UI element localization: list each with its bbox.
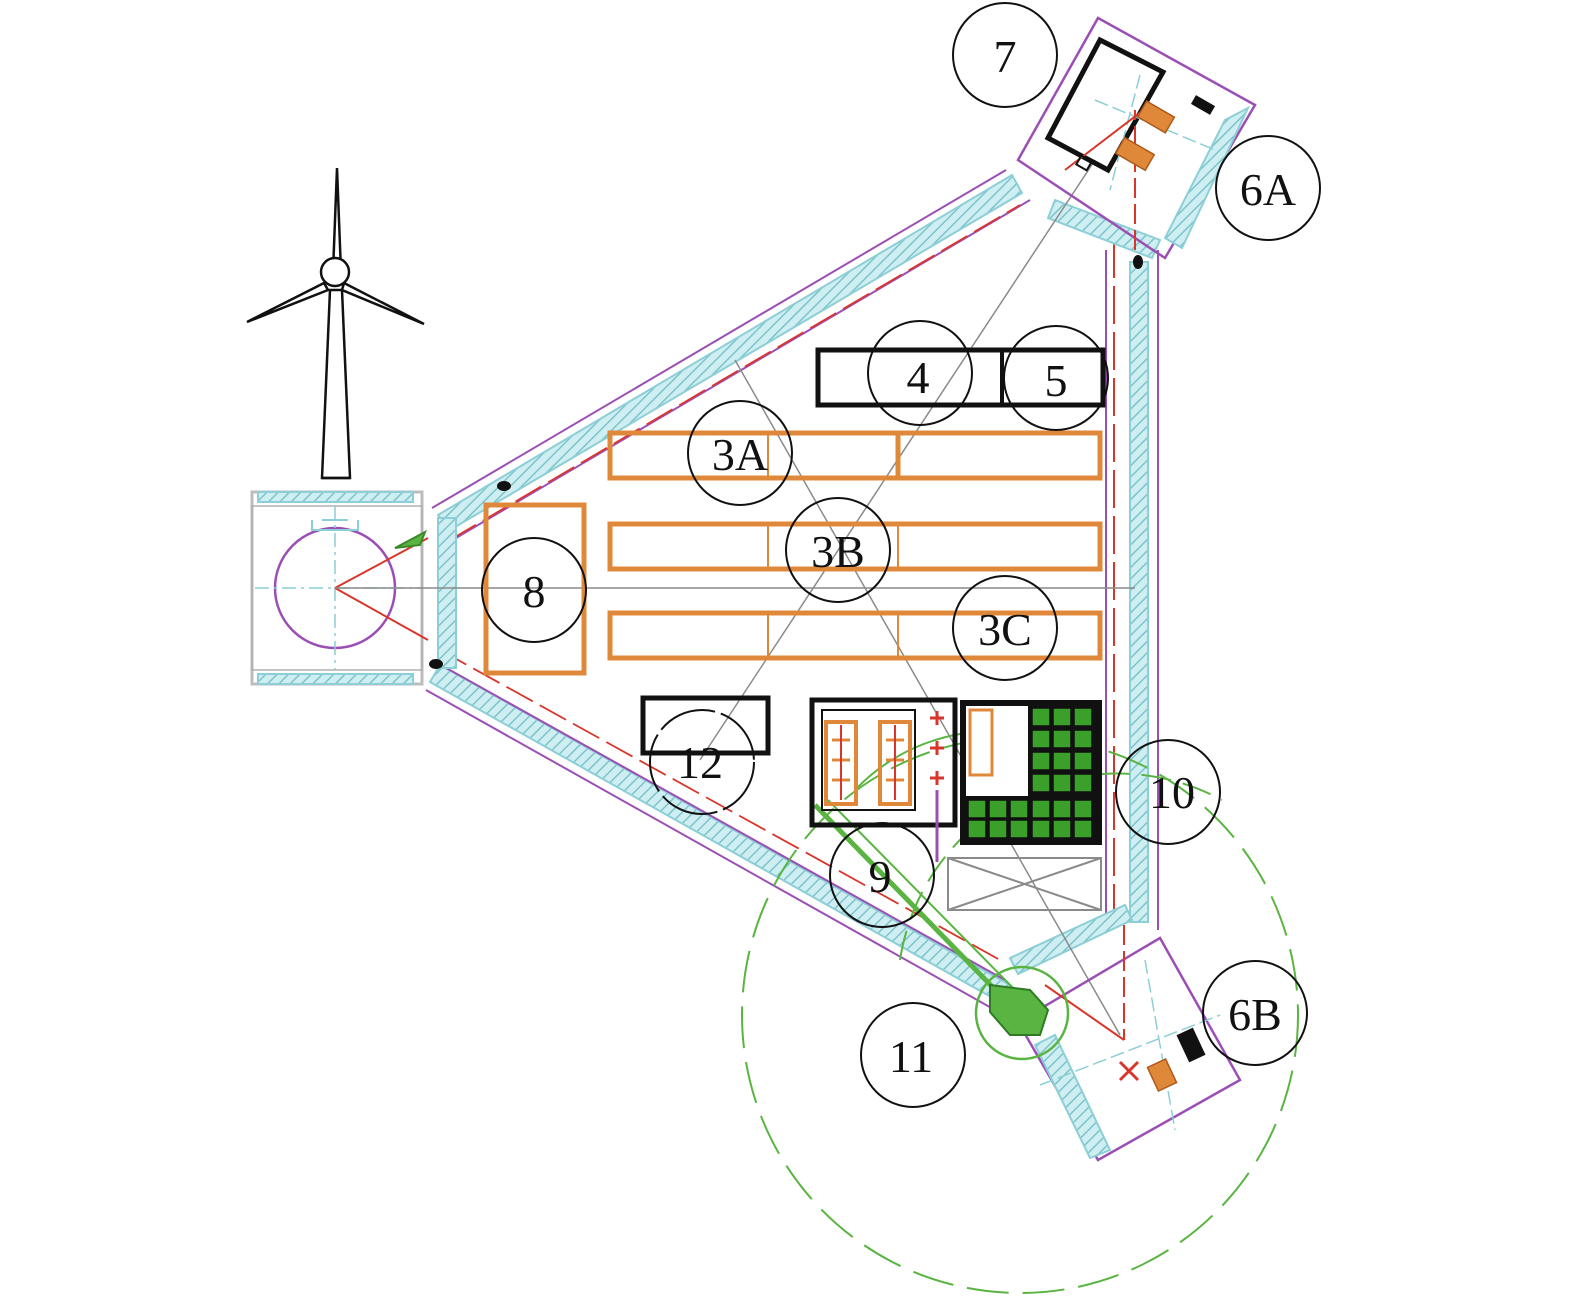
label-3C: 3C bbox=[978, 604, 1032, 655]
equipment-9 bbox=[809, 697, 958, 862]
callout-9: 9 bbox=[829, 822, 935, 928]
callout-6A: 6A bbox=[1215, 135, 1321, 241]
callout-8: 8 bbox=[481, 537, 587, 643]
platform-6B bbox=[1016, 925, 1242, 1162]
label-11: 11 bbox=[889, 1031, 933, 1082]
label-7: 7 bbox=[994, 31, 1017, 82]
callout-3B: 3B bbox=[785, 497, 891, 603]
crane-11 bbox=[741, 730, 1299, 1294]
label-8: 8 bbox=[523, 566, 546, 617]
label-3B: 3B bbox=[811, 526, 865, 577]
callout-11: 11 bbox=[860, 1002, 966, 1108]
platform-6A bbox=[1016, 16, 1257, 260]
label-3A: 3A bbox=[712, 429, 768, 480]
callout-7: 7 bbox=[952, 2, 1058, 108]
area-8-box bbox=[483, 502, 587, 676]
label-12: 12 bbox=[677, 737, 723, 788]
callout-3C: 3C bbox=[952, 575, 1058, 681]
callout-4: 4 bbox=[867, 320, 973, 426]
callout-5: 5 bbox=[1003, 325, 1109, 431]
label-4: 4 bbox=[907, 352, 930, 403]
equipment-12-box bbox=[640, 695, 771, 756]
left-platform bbox=[250, 490, 429, 686]
wind-turbine-icon bbox=[246, 167, 425, 480]
label-6A: 6A bbox=[1240, 164, 1296, 215]
storage-rows bbox=[607, 430, 1103, 661]
label-9: 9 bbox=[869, 851, 892, 902]
label-6B: 6B bbox=[1228, 989, 1282, 1040]
label-5: 5 bbox=[1045, 355, 1068, 406]
solar-panel-icon bbox=[960, 700, 1102, 845]
callout-3A: 3A bbox=[687, 400, 793, 506]
callout-12: 12 bbox=[649, 709, 755, 815]
callout-10: 10 bbox=[1115, 739, 1221, 845]
laydown-area bbox=[947, 857, 1102, 911]
callout-6B: 6B bbox=[1202, 960, 1308, 1066]
label-10: 10 bbox=[1149, 767, 1195, 818]
